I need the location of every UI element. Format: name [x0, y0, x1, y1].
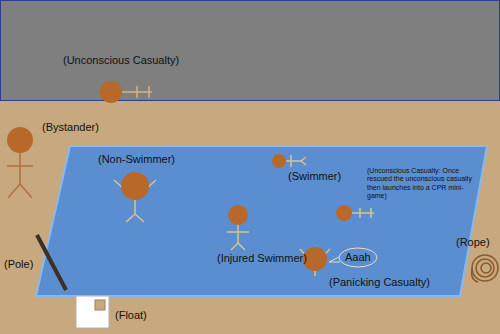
- body: [285, 160, 301, 162]
- bystander-label: (Bystander): [42, 121, 99, 134]
- pole-label: (Pole): [4, 258, 33, 271]
- leg: [8, 184, 20, 198]
- speech-bubble: Aaah: [338, 247, 378, 268]
- leg: [301, 157, 306, 161]
- rope-label: (Rope): [456, 236, 490, 249]
- panicking-figure: [300, 247, 340, 276]
- legs: [370, 208, 372, 218]
- body: [19, 153, 21, 184]
- bubble-shape: [339, 248, 377, 267]
- arms: [359, 208, 361, 218]
- arm: [300, 249, 306, 256]
- arms: [290, 155, 292, 167]
- non-swimmer-figure: [114, 172, 156, 222]
- head: [272, 154, 286, 168]
- head: [303, 247, 327, 271]
- float-body: [76, 296, 109, 328]
- unconscious-figure-pool: [336, 205, 374, 221]
- leg: [301, 161, 306, 165]
- rope-coil: [476, 259, 494, 277]
- rope-end: [472, 268, 478, 282]
- water-band: (Unconscious Casualty): [0, 0, 500, 101]
- head: [100, 81, 122, 103]
- leg: [238, 243, 245, 250]
- body: [314, 271, 316, 276]
- head: [228, 205, 248, 225]
- legs: [148, 86, 150, 98]
- rope-coil: [481, 263, 491, 273]
- arms: [7, 165, 33, 167]
- injured-swimmer-figure: [227, 205, 249, 250]
- pole: [37, 235, 66, 290]
- body: [134, 200, 136, 214]
- arms: [136, 86, 138, 98]
- leg: [20, 184, 32, 198]
- pool-water: [36, 146, 487, 296]
- note-text: (Unconscious Casualty: Once rescued the …: [367, 167, 479, 201]
- pool: (Non-Swimmer) (Swimmer) (Unconscious Casua…: [35, 145, 488, 297]
- arms: [227, 231, 249, 233]
- arm: [325, 249, 330, 254]
- unconscious-figure-band: [100, 81, 152, 103]
- bystander-figure: [7, 127, 33, 198]
- leg: [135, 214, 144, 222]
- speech-text: Aaah: [345, 251, 371, 264]
- head: [7, 127, 33, 153]
- body: [237, 225, 239, 243]
- swimmer-figure: [272, 154, 306, 168]
- float-label: (Float): [115, 309, 147, 322]
- head: [121, 172, 149, 200]
- leg: [231, 243, 238, 250]
- figure-label: (Non-Swimmer): [98, 153, 175, 166]
- figure-label: (Swimmer): [288, 170, 341, 183]
- figure-label: (Panicking Casualty): [329, 276, 430, 289]
- float-mark: [95, 300, 105, 310]
- leg: [126, 214, 135, 222]
- head: [336, 205, 352, 221]
- speech-tail: [329, 257, 340, 262]
- rope-coil: [472, 255, 498, 281]
- figure-label: (Injured Swimmer): [217, 252, 307, 265]
- rope: [472, 255, 498, 282]
- float: [76, 296, 109, 328]
- casualty-label: (Unconscious Casualty): [63, 54, 179, 67]
